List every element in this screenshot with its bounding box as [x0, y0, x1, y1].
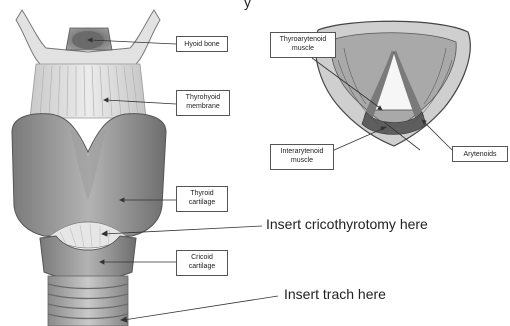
vocal-cord-view [315, 21, 470, 146]
label-thyroarytenoid-muscle: Thyroarytenoid muscle [270, 32, 336, 58]
label-hyoid-bone: Hyoid bone [176, 36, 228, 52]
annotation-trach: Insert trach here [284, 286, 386, 302]
label-thyroid-cartilage: Thyroid cartilage [176, 186, 228, 212]
label-arytenoids: Arytenoids [452, 146, 508, 162]
label-thyrohyoid-membrane: Thyrohyoid membrane [176, 90, 230, 116]
label-interarytenoid-muscle: Interarytenoid muscle [270, 144, 334, 170]
trachea [48, 276, 128, 326]
thyrohyoid-membrane [30, 64, 146, 118]
title-fragment: y [244, 0, 251, 10]
label-cricoid-cartilage: Cricoid cartilage [176, 250, 228, 276]
annotation-cricothyrotomy: Insert cricothyrotomy here [266, 216, 428, 232]
hyoid-bone [16, 10, 160, 66]
thyroid-cartilage [12, 114, 166, 236]
